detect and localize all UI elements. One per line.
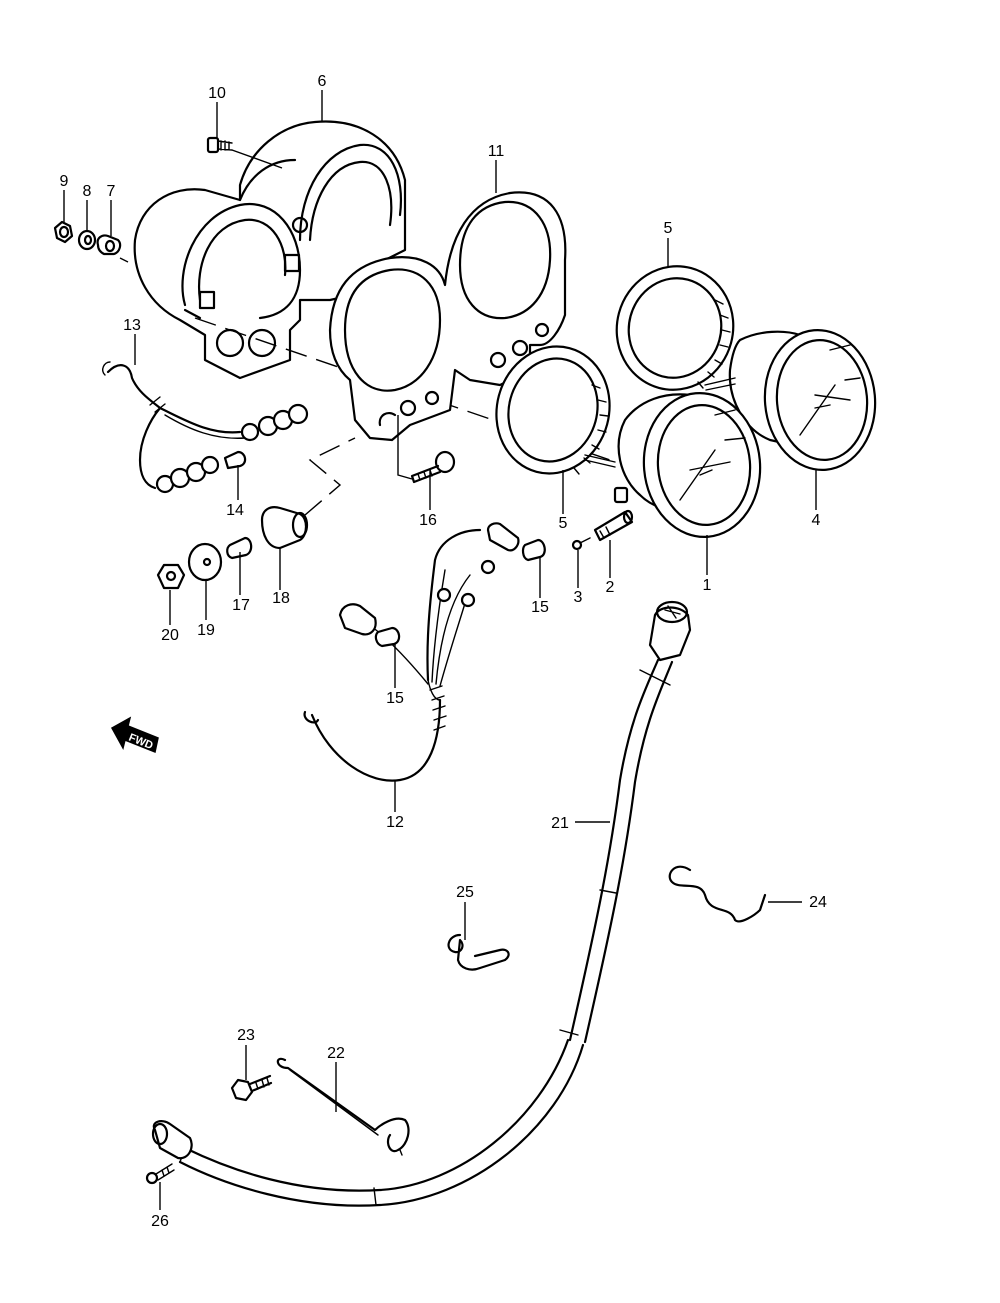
screw-3 <box>571 537 591 551</box>
callout-5-lower: 5 <box>559 515 568 532</box>
speedometer-1 <box>584 391 762 539</box>
tachometer-4 <box>704 329 877 471</box>
callout-18: 18 <box>272 590 290 607</box>
callout-13: 13 <box>123 317 141 334</box>
harness-13 <box>102 361 309 494</box>
callout-10: 10 <box>208 85 226 102</box>
socket-2 <box>593 509 634 542</box>
callout-16: 16 <box>419 512 437 529</box>
fwd-direction-arrow: FWD <box>110 716 159 754</box>
callout-3: 3 <box>574 589 583 606</box>
callout-17: 17 <box>232 597 250 614</box>
callout-2: 2 <box>606 579 615 596</box>
speedometer-cable-21 <box>151 600 692 1207</box>
callout-20: 20 <box>161 627 179 644</box>
nut-20 <box>156 563 186 590</box>
callout-15-left: 15 <box>386 690 404 707</box>
callout-11: 11 <box>488 143 505 160</box>
callout-26: 26 <box>151 1213 169 1230</box>
bolt-16 <box>397 415 456 484</box>
meter-case <box>133 120 407 380</box>
cushion-7 <box>96 234 122 256</box>
callout-22: 22 <box>327 1045 345 1062</box>
grommet-18 <box>260 506 309 550</box>
nut-9 <box>53 220 74 244</box>
bolt-23 <box>230 1074 273 1102</box>
callout-7: 7 <box>107 183 116 200</box>
callout-21: 21 <box>551 815 569 832</box>
grommet-centerline <box>304 437 356 516</box>
bulb-17 <box>226 536 253 560</box>
clip-24 <box>668 865 767 923</box>
washer-19 <box>187 542 223 582</box>
callout-24: 24 <box>809 894 827 911</box>
callout-19: 19 <box>197 622 215 639</box>
callout-15-right: 15 <box>531 599 549 616</box>
meter-ring-lower <box>495 345 611 475</box>
callout-labels: 1 2 3 4 5 5 6 7 8 9 10 11 12 13 14 15 15… <box>60 73 827 1230</box>
callout-8: 8 <box>83 183 92 200</box>
callout-12: 12 <box>386 814 404 831</box>
callout-4: 4 <box>812 512 821 529</box>
screw-10 <box>206 136 233 154</box>
clamp-25 <box>447 933 510 971</box>
screw-26 <box>145 1163 175 1185</box>
leader-lines <box>63 90 817 1210</box>
harness-12 <box>303 522 546 782</box>
callout-23: 23 <box>237 1027 255 1044</box>
callout-6: 6 <box>318 73 327 90</box>
washer-8 <box>77 229 97 251</box>
callout-9: 9 <box>60 173 69 190</box>
callout-25: 25 <box>456 884 474 901</box>
clip-22 <box>276 1057 410 1156</box>
callout-14: 14 <box>226 502 244 519</box>
meter-ring-upper <box>615 265 735 391</box>
callout-5-upper: 5 <box>664 220 673 237</box>
callout-1: 1 <box>703 577 712 594</box>
